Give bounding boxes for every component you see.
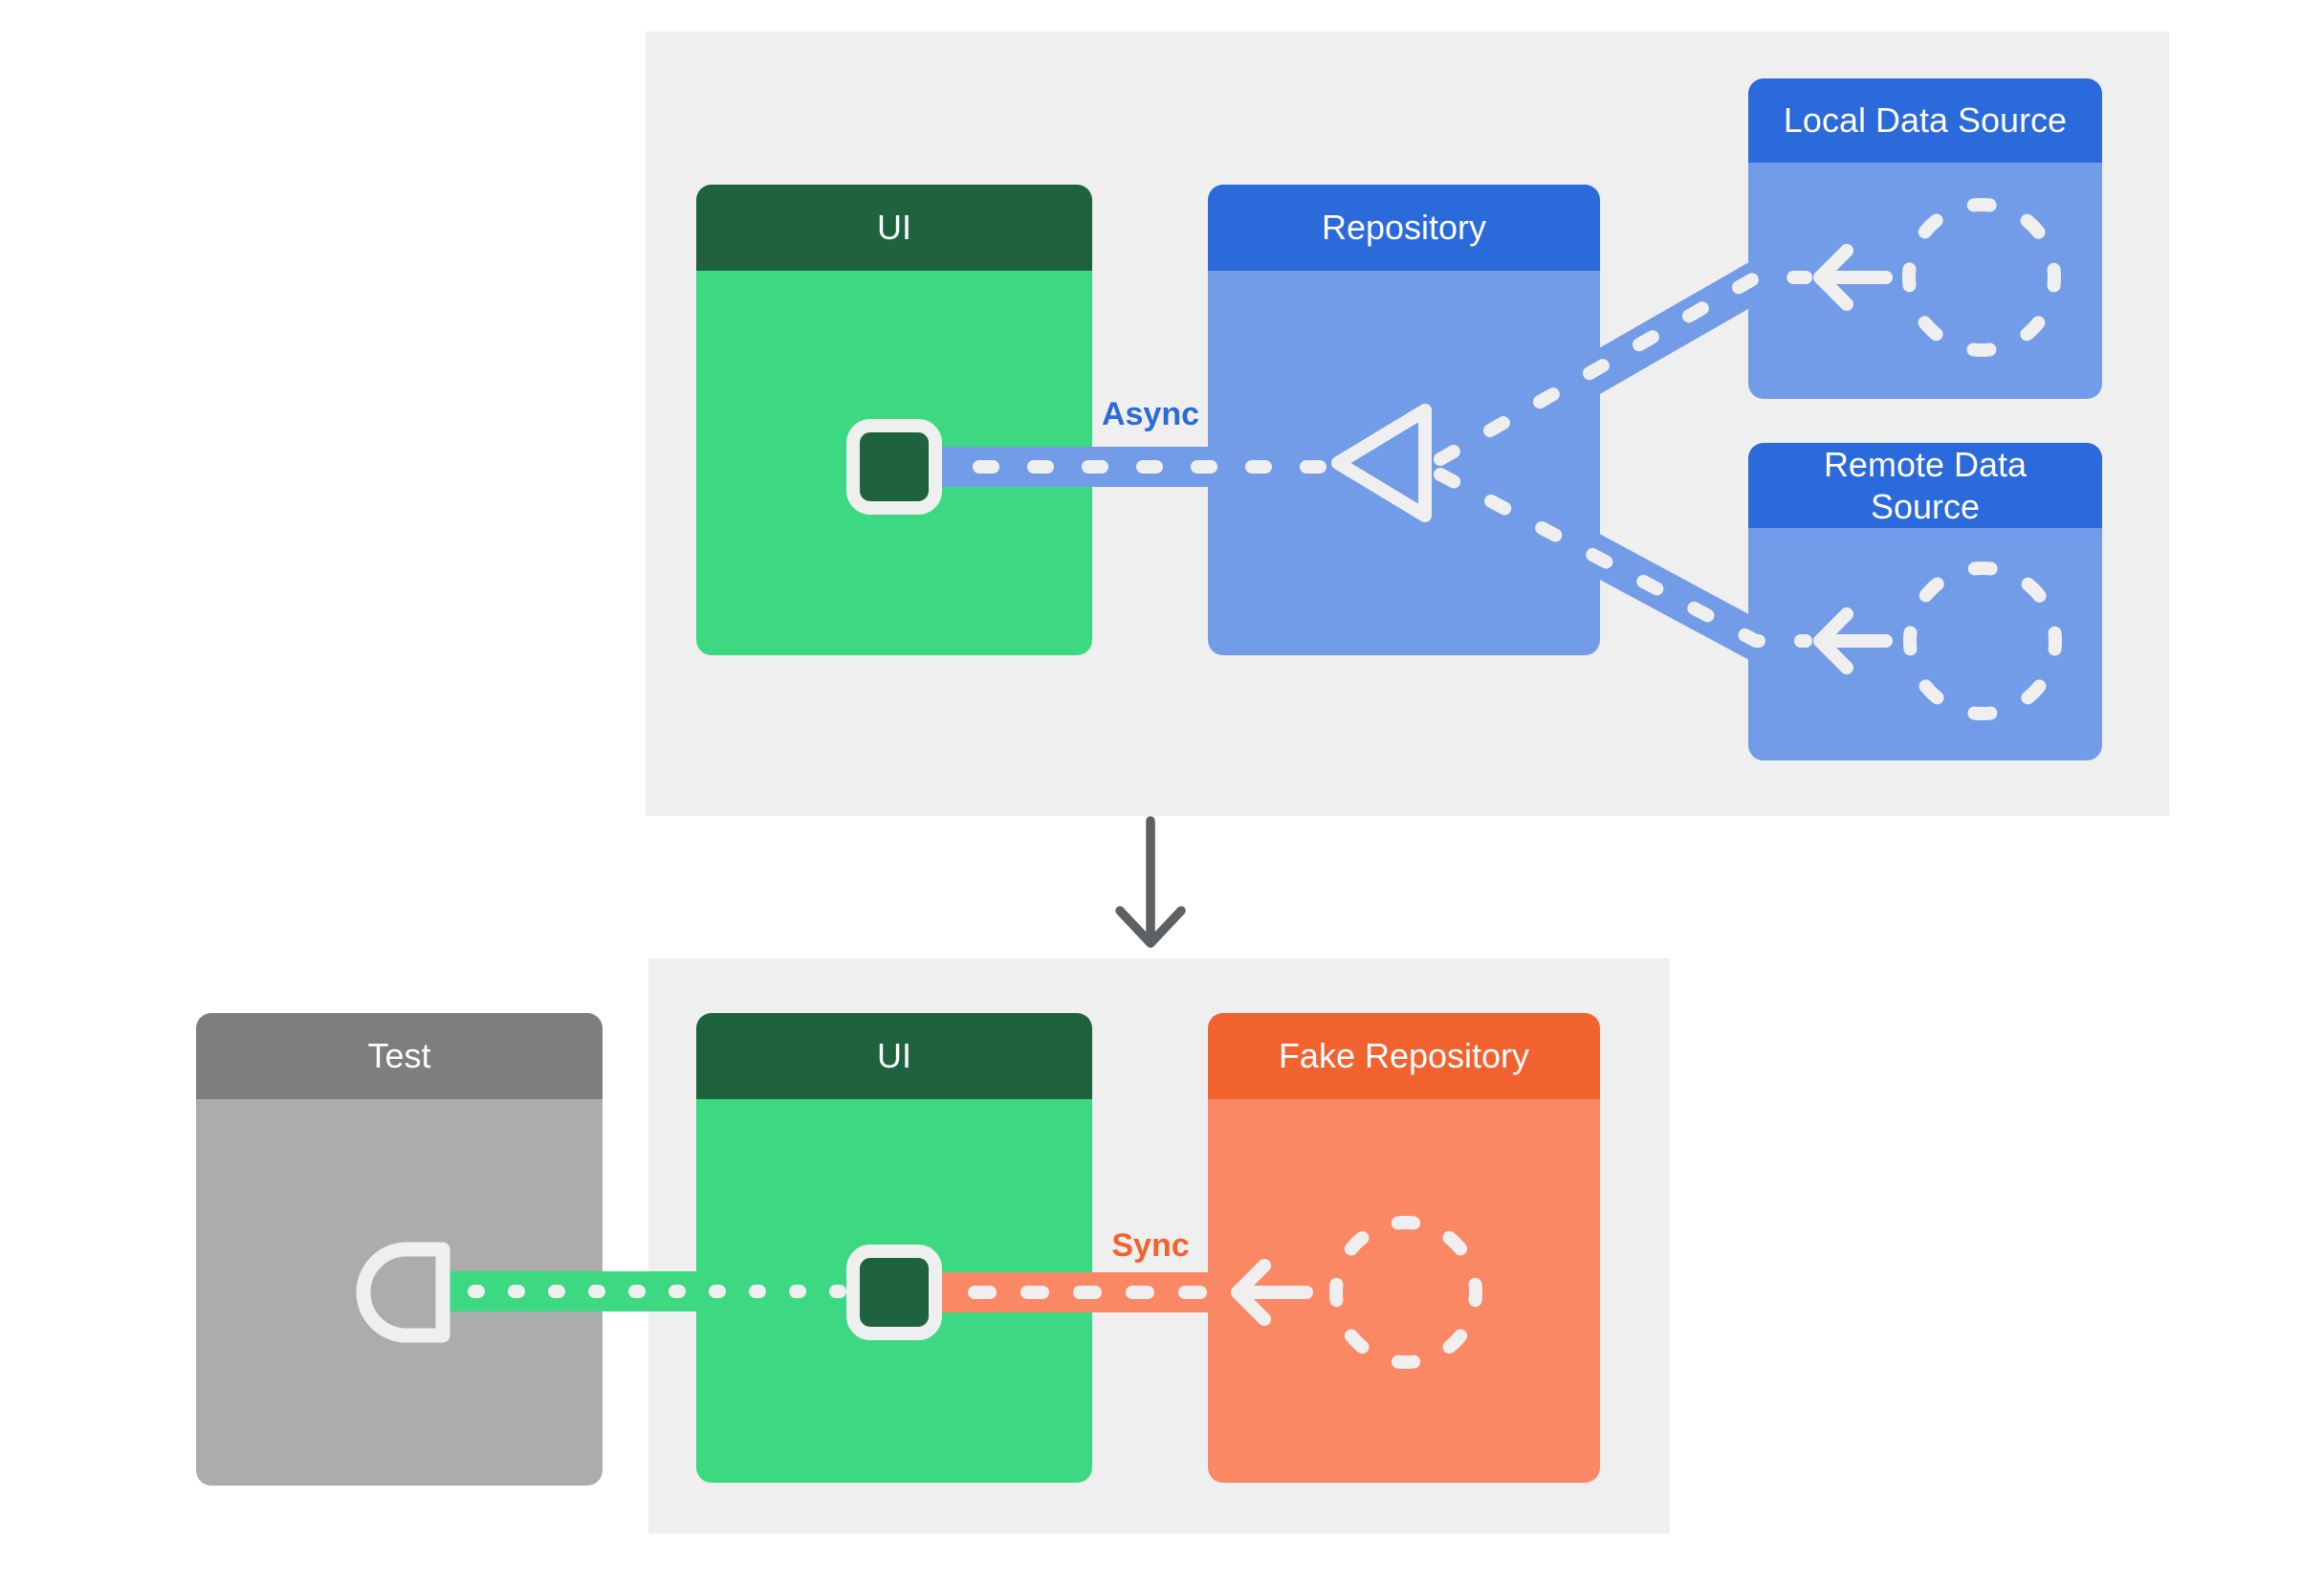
sync-label: Sync — [1111, 1227, 1190, 1264]
remote-data-source-header: Remote Data Source — [1748, 443, 2102, 528]
fake-repository-box: Fake Repository — [1208, 1013, 1600, 1483]
ui-box-bottom: UI — [696, 1013, 1092, 1483]
ui-box-bottom-title: UI — [877, 1036, 911, 1076]
repository-title: Repository — [1321, 208, 1487, 248]
ui-box-top-body — [696, 271, 1092, 655]
fake-repository-title: Fake Repository — [1278, 1036, 1530, 1076]
remote-data-source-title: Remote Data Source — [1823, 445, 2028, 526]
local-data-source-header: Local Data Source — [1748, 78, 2102, 163]
fake-repository-header: Fake Repository — [1208, 1013, 1600, 1099]
fake-repository-body — [1208, 1099, 1600, 1483]
ui-box-top-title: UI — [877, 208, 911, 248]
ui-box-bottom-body — [696, 1099, 1092, 1483]
local-data-source-title: Local Data Source — [1783, 100, 2068, 141]
repository-header: Repository — [1208, 185, 1600, 271]
test-box-header: Test — [196, 1013, 603, 1099]
repository-box: Repository — [1208, 185, 1600, 655]
ui-box-top-header: UI — [696, 185, 1092, 271]
local-data-source-box: Local Data Source — [1748, 78, 2102, 399]
remote-data-source-body — [1748, 528, 2102, 760]
test-box-body — [196, 1099, 603, 1486]
ui-box-bottom-header: UI — [696, 1013, 1092, 1099]
async-label: Async — [1101, 396, 1200, 432]
remote-data-source-box: Remote Data Source — [1748, 443, 2102, 760]
test-box: Test — [196, 1013, 603, 1486]
repository-body — [1208, 271, 1600, 655]
local-data-source-body — [1748, 163, 2102, 399]
test-box-title: Test — [367, 1036, 431, 1076]
down-arrow-icon — [1115, 816, 1186, 948]
ui-box-top: UI — [696, 185, 1092, 655]
